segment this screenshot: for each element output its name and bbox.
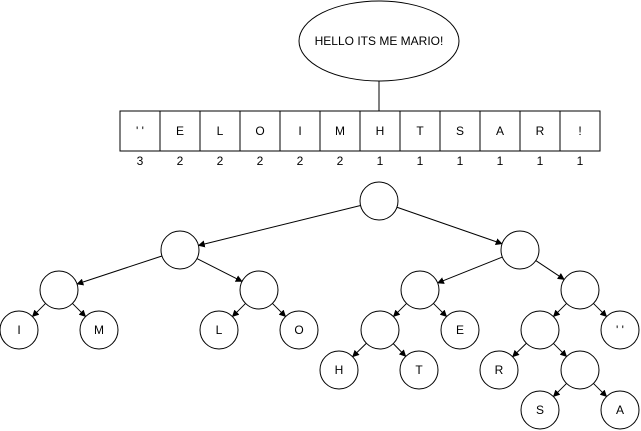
tree-edge	[272, 303, 287, 318]
tree-edge	[231, 303, 246, 318]
tree-node-rsa	[520, 310, 560, 350]
table-cell: I2	[279, 110, 321, 168]
tree-node-hte	[400, 270, 440, 310]
leaf-label: E	[456, 323, 464, 337]
tree-nodes: I M L O E ' ' H T	[0, 181, 640, 430]
table-char: A	[496, 124, 504, 138]
tree-edge	[392, 303, 407, 318]
table-cell: T1	[399, 110, 441, 168]
tree-edge	[433, 303, 448, 318]
speech-bubble: HELLO ITS ME MARIO!	[298, 0, 460, 82]
leaf-label: I	[17, 323, 20, 337]
leaf-label: S	[536, 403, 544, 417]
leaf-r: R	[479, 350, 519, 390]
tree-edge	[31, 303, 46, 318]
tree-edge	[196, 258, 243, 282]
table-cell: H1	[359, 110, 401, 168]
leaf-label: L	[216, 323, 223, 337]
leaf-label: R	[495, 363, 504, 377]
table-cell: E2	[159, 110, 201, 168]
table-cell: M2	[319, 110, 361, 168]
leaf-label: M	[94, 323, 104, 337]
table-count: 3	[137, 154, 144, 168]
tree-edge	[553, 343, 568, 358]
tree-edge	[593, 383, 608, 398]
table-cell: O2	[239, 110, 281, 168]
tree-node-sa	[560, 350, 600, 390]
tree-node-rsa-space	[560, 270, 600, 310]
leaf-h: H	[319, 350, 359, 390]
tree-edge	[436, 256, 503, 284]
tree-edges	[31, 205, 608, 398]
tree-node-im	[39, 270, 79, 310]
tree-edge	[352, 342, 367, 358]
tree-node-right	[500, 230, 540, 270]
table-char: ' '	[136, 124, 144, 138]
table-count: 2	[337, 154, 344, 168]
tree-node-root	[359, 181, 399, 221]
table-char: O	[255, 124, 264, 138]
leaf-t: T	[399, 350, 439, 390]
table-count: 1	[377, 154, 384, 168]
table-char: !	[578, 124, 581, 138]
table-count: 2	[257, 154, 264, 168]
leaf-label: H	[335, 363, 344, 377]
table-char: E	[176, 124, 184, 138]
tree-edge	[535, 260, 565, 280]
table-char: H	[376, 124, 385, 138]
table-count: 1	[417, 154, 424, 168]
table-char: T	[416, 124, 424, 138]
table-cell: L2	[199, 110, 241, 168]
table-count: 1	[497, 154, 504, 168]
leaf-s: S	[520, 390, 560, 430]
tree-edge	[593, 303, 608, 318]
table-cell: !1	[559, 110, 601, 168]
leaf-o: O	[279, 310, 319, 350]
bubble-text: HELLO ITS ME MARIO!	[315, 34, 444, 48]
leaf-label: ' '	[616, 323, 624, 337]
table-char: S	[456, 124, 464, 138]
table-cell: A1	[479, 110, 521, 168]
table-count: 1	[457, 154, 464, 168]
leaf-label: O	[294, 323, 303, 337]
leaf-label: A	[616, 403, 624, 417]
table-count: 1	[537, 154, 544, 168]
table-cell: R1	[519, 110, 561, 168]
leaf-label: T	[415, 363, 423, 377]
table-count: 2	[297, 154, 304, 168]
tree-node-left	[160, 230, 200, 270]
leaf-i: I	[0, 310, 39, 350]
table-cell: S1	[439, 110, 481, 168]
table-char: L	[217, 124, 224, 138]
tree-node-lo	[239, 270, 279, 310]
leaf-space: ' '	[600, 310, 640, 350]
table-count: 2	[177, 154, 184, 168]
leaf-m: M	[79, 310, 119, 350]
tree-edge	[552, 303, 567, 318]
tree-edge	[76, 255, 163, 286]
tree-edge	[512, 342, 527, 358]
table-char: R	[536, 124, 545, 138]
table-char: I	[298, 124, 301, 138]
tree-node-ht	[360, 310, 400, 350]
tree-edge	[552, 383, 567, 398]
leaf-l: L	[199, 310, 239, 350]
table-count: 2	[217, 154, 224, 168]
leaf-e: E	[440, 310, 480, 350]
tree-edge	[197, 205, 361, 248]
table-char: M	[335, 124, 345, 138]
table-cell: ' ' 3	[119, 110, 161, 168]
tree-edge	[72, 303, 87, 318]
leaf-a: A	[600, 390, 640, 430]
table-count: 1	[577, 154, 584, 168]
tree-edge	[396, 206, 503, 246]
tree-edge	[392, 343, 407, 357]
